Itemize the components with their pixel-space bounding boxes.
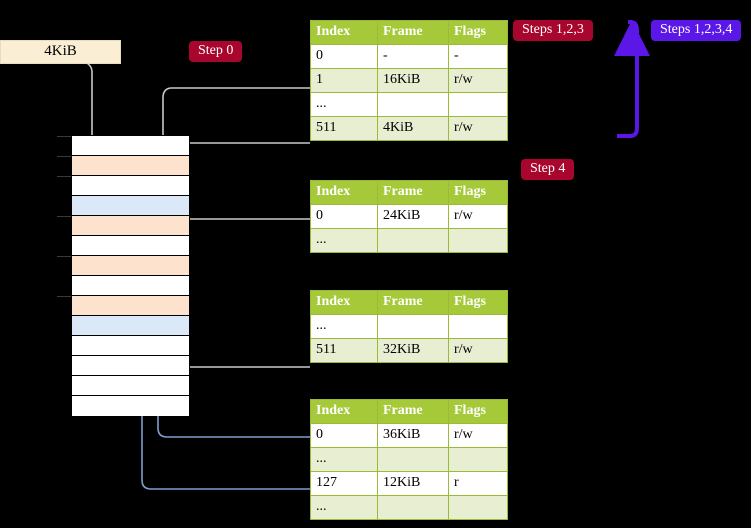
column-header-frame: Frame — [377, 180, 449, 205]
table-cell: r/w — [448, 68, 508, 93]
column-header-index: Index — [310, 180, 378, 205]
step0-label: Step 0 — [198, 43, 234, 58]
memory-frame-row — [72, 156, 189, 176]
memory-frame-row — [72, 296, 189, 316]
table-cell — [448, 447, 508, 472]
column-header-flags: Flags — [448, 290, 508, 315]
memory-frame-row — [72, 316, 189, 336]
memory-frame-row — [72, 396, 189, 416]
memory-tick — [57, 136, 73, 137]
table-cell: ... — [310, 92, 378, 117]
memory-tick — [57, 216, 73, 217]
memory-frame-row — [72, 196, 189, 216]
table-cell — [448, 92, 508, 117]
memory-tick — [57, 176, 73, 177]
link-t1-4kib — [162, 142, 310, 157]
memory-frame-row — [72, 236, 189, 256]
memory-frame-row — [72, 336, 189, 356]
table-row: ... — [310, 314, 508, 339]
memory-frame-row — [72, 376, 189, 396]
table-cell: 4KiB — [377, 116, 449, 141]
memory-tick — [57, 296, 73, 297]
table-cell: 0 — [310, 44, 378, 69]
table-cell: 24KiB — [377, 204, 449, 229]
table-cell: 511 — [310, 338, 378, 363]
table-cell: r/w — [448, 204, 508, 229]
table-cell: r/w — [448, 116, 508, 141]
table-cell: - — [377, 44, 449, 69]
column-header-frame: Frame — [377, 20, 449, 45]
table-cell — [448, 314, 508, 339]
column-header-index: Index — [310, 399, 378, 424]
table-cell — [377, 228, 449, 253]
table-cell: ... — [310, 495, 378, 520]
steps-bracket-arrow — [614, 20, 650, 138]
steps123-badge: Steps 1,2,3 — [513, 20, 593, 41]
table-cell: 1 — [310, 68, 378, 93]
column-header-flags: Flags — [448, 399, 508, 424]
table-cell: r/w — [448, 423, 508, 448]
memory-size-label: 4KiB — [0, 40, 121, 64]
steps123-label: Steps 1,2,3 — [522, 22, 584, 37]
memory-frame-row — [72, 216, 189, 236]
memory-frame-row — [72, 176, 189, 196]
table-row: ... — [310, 92, 508, 117]
column-header-frame: Frame — [377, 290, 449, 315]
table-cell: 32KiB — [377, 338, 449, 363]
table-cell: r — [448, 471, 508, 496]
link-t2-24kib — [173, 218, 310, 239]
table-cell — [377, 447, 449, 472]
column-header-index: Index — [310, 20, 378, 45]
table-row: ... — [310, 228, 508, 253]
table-cell: 12KiB — [377, 471, 449, 496]
table-cell: 127 — [310, 471, 378, 496]
memory-frame-row — [72, 356, 189, 376]
memory-tick — [57, 156, 73, 157]
step4-badge: Step 4 — [521, 159, 575, 180]
memory-frame-row — [72, 256, 189, 276]
column-header-frame: Frame — [377, 399, 449, 424]
table-cell — [448, 228, 508, 253]
table-cell — [448, 495, 508, 520]
link-t3-32kib — [157, 318, 310, 368]
table-row: ... — [310, 495, 508, 520]
table-cell: ... — [310, 314, 378, 339]
table-cell: 0 — [310, 204, 378, 229]
table-cell: ... — [310, 447, 378, 472]
table-cell — [377, 495, 449, 520]
table-cell — [377, 314, 449, 339]
table-cell: 0 — [310, 423, 378, 448]
table-cell: r/w — [448, 338, 508, 363]
table-cell: 16KiB — [377, 68, 449, 93]
memory-frame-row — [72, 136, 189, 156]
step0-badge: Step 0 — [189, 41, 243, 62]
table-cell: - — [448, 44, 508, 69]
column-header-flags: Flags — [448, 20, 508, 45]
table-cell: ... — [310, 228, 378, 253]
table-cell — [377, 92, 449, 117]
table-row: 0-- — [310, 44, 508, 69]
memory-size-text: 4KiB — [44, 43, 77, 59]
steps1234-label: Steps 1,2,3,4 — [660, 22, 733, 37]
physical-memory-column — [71, 135, 190, 416]
table-cell: 511 — [310, 116, 378, 141]
steps1234-badge: Steps 1,2,3,4 — [651, 20, 742, 41]
memory-tick — [57, 256, 73, 257]
column-header-index: Index — [310, 290, 378, 315]
memory-frame-row — [72, 276, 189, 296]
step4-label: Step 4 — [530, 161, 566, 176]
table-row: ... — [310, 447, 508, 472]
table-cell: 36KiB — [377, 423, 449, 448]
column-header-flags: Flags — [448, 180, 508, 205]
